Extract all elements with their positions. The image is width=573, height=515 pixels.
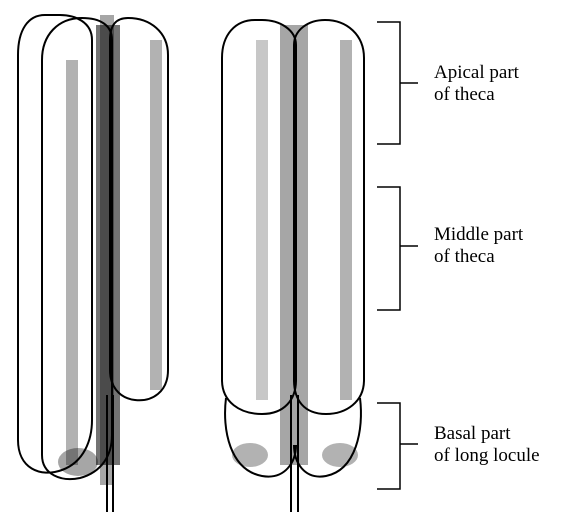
left-anther-stipple: [58, 15, 162, 485]
left-stipple-band-4: [100, 15, 114, 485]
right-stipple-left: [256, 40, 268, 400]
label-basal-part-of-long-locule: Basal part of long locule: [434, 423, 540, 467]
left-anther-back-locule: [18, 15, 92, 473]
label-middle-line2: of theca: [434, 246, 523, 268]
label-middle-part-of-theca: Middle part of theca: [434, 224, 523, 268]
left-anther: [18, 15, 168, 512]
left-stipple-base: [58, 448, 98, 476]
left-stipple-band-2: [66, 60, 78, 465]
left-stipple-band-3: [150, 40, 162, 390]
right-stipple-base-right: [322, 443, 358, 467]
right-stipple-center: [280, 25, 308, 465]
right-stipple-base-left: [232, 443, 268, 467]
label-apical-line2: of theca: [434, 84, 519, 106]
label-apical-line1: Apical part: [434, 62, 519, 84]
label-basal-line2: of long locule: [434, 445, 540, 467]
brackets: [377, 22, 418, 489]
bracket-apical: [377, 22, 418, 144]
label-basal-line1: Basal part: [434, 423, 540, 445]
label-middle-line1: Middle part: [434, 224, 523, 246]
right-anther-stipple: [232, 25, 358, 467]
bracket-middle: [377, 187, 418, 310]
bracket-basal: [377, 403, 418, 489]
label-apical-part-of-theca: Apical part of theca: [434, 62, 519, 106]
right-stipple-right: [340, 40, 352, 400]
